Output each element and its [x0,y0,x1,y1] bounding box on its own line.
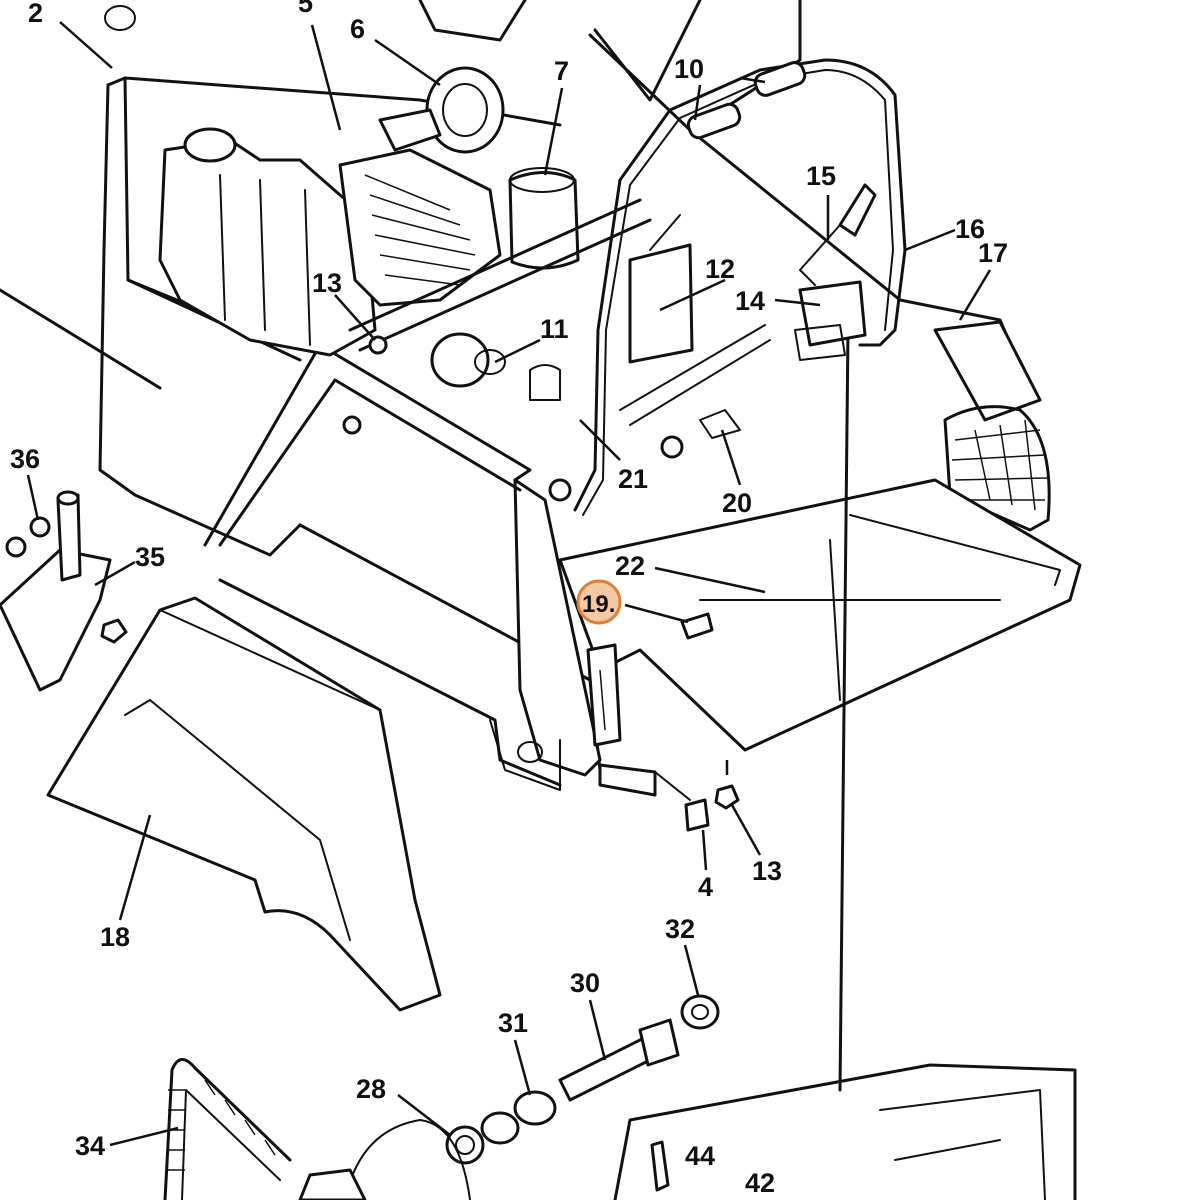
callout-21: 21 [618,464,648,494]
callout-35: 35 [135,542,165,572]
callout-5: 5 [298,0,313,18]
drive-chain [163,1058,292,1200]
callout-44: 44 [685,1141,715,1171]
callout-34: 34 [75,1131,105,1161]
callout-31: 31 [498,1008,528,1038]
callout-28: 28 [356,1074,386,1104]
callout-2: 2 [28,0,43,28]
engine-fins [364,174,476,286]
callout-7: 7 [554,56,569,86]
left-bracket [0,490,128,692]
callout-32: 32 [665,914,695,944]
shaft-assembly [298,994,720,1200]
callout-15: 15 [806,161,836,191]
callout-19: 19. [582,591,615,618]
callout-22: 22 [615,551,645,581]
callout-6: 6 [350,14,365,44]
small-hardware [342,335,740,832]
leader-lines [26,21,992,1147]
callout-12: 12 [705,254,735,284]
callout-13-upper: 13 [312,268,342,298]
callout-11: 11 [540,314,569,344]
callout-14: 14 [735,286,765,316]
wheel-tread [951,419,1048,511]
lower-right-assembly [613,1063,1077,1200]
callout-labels: 2 5 6 7 10 11 12 13 13 14 15 16 17 18 19… [10,0,1008,1198]
callout-20: 20 [722,488,752,518]
callout-4: 4 [698,872,713,902]
callout-18: 18 [100,922,130,952]
cover-panel [46,596,442,1012]
callout-10: 10 [674,54,704,84]
callout-30: 30 [570,968,600,998]
machine-body [0,0,1082,1092]
callout-13-lower: 13 [752,856,782,886]
callout-36: 36 [10,444,40,474]
callout-42: 42 [745,1168,775,1198]
callout-16: 16 [955,214,985,244]
highlight-marker [576,579,622,625]
callout-17: 17 [978,238,1008,268]
